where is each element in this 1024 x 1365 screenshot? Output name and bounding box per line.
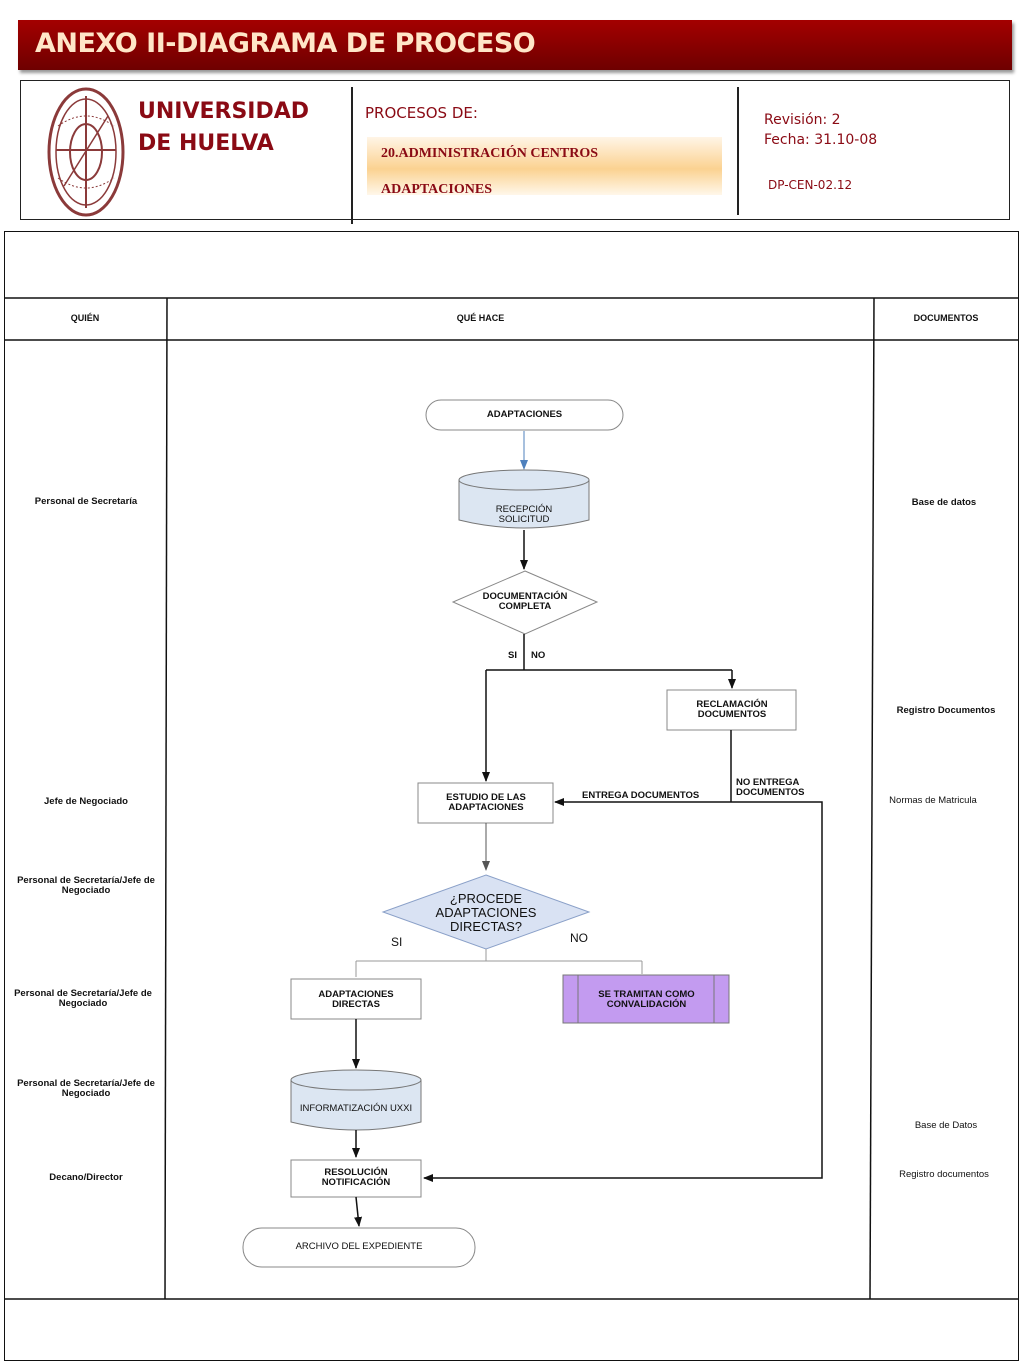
path-no-entrega	[423, 801, 823, 1182]
informatizacion-label: INFORMATIZACIÓN UXXI	[299, 1103, 413, 1114]
revision-info: Revisión: 2 Fecha: 31.10-08	[764, 110, 877, 150]
fecha-text: Fecha: 31.10-08	[764, 132, 878, 148]
col-header-docs: DOCUMENTOS	[913, 313, 979, 323]
arrow-resolucion-archivo	[354, 1196, 363, 1227]
label-no-entrega: NO ENTREGA DOCUMENTOS	[736, 777, 805, 798]
university-seal-icon	[47, 87, 125, 217]
role-personal-secretaria: Personal de Secretaría	[34, 496, 138, 507]
estudio-label: ESTUDIO DE LAS ADAPTACIONES	[446, 792, 526, 813]
revision-text: Revisión: 2	[764, 112, 841, 128]
procesos-label: PROCESOS DE:	[365, 104, 478, 122]
label-si-1: SI	[508, 650, 517, 661]
estudio-box	[417, 782, 554, 824]
recepcion-cylinder	[458, 469, 590, 529]
directas-box	[290, 978, 422, 1020]
procede-label: ¿PROCEDE ADAPTACIONES DIRECTAS?	[435, 891, 537, 934]
page-title: ANEXO II-DIAGRAMA DE PROCESO	[35, 28, 536, 59]
label-si-2: SI	[391, 935, 403, 949]
role-secretaria-jefe-1: Personal de Secretaría/Jefe de Negociado	[17, 875, 155, 896]
label-no-1: NO	[531, 650, 546, 661]
col-header-what: QUÉ HACE	[456, 313, 505, 323]
process-table	[4, 231, 1019, 1361]
doc-normas-matricula: Normas de Matricula	[889, 795, 977, 806]
table-grid	[5, 297, 1018, 1300]
label-no-2: NO	[570, 931, 588, 945]
doc-base-datos: Base de datos	[911, 497, 977, 508]
archivo-label: ARCHIVO DEL EXPEDIENTE	[295, 1241, 423, 1252]
decision-doc-completa	[451, 570, 599, 635]
recepcion-label: RECEPCIÓN SOLICITUD	[495, 504, 553, 525]
informatizacion-cylinder	[290, 1069, 422, 1131]
process-line-2: ADAPTACIONES	[381, 182, 492, 197]
role-secretaria-jefe-2: Personal de Secretaría/Jefe de Negociado	[14, 988, 152, 1009]
university-name: UNIVERSIDAD DE HUELVA	[138, 99, 310, 156]
process-line-1: 20.ADMINISTRACIÓN CENTROS	[381, 146, 599, 161]
directas-label: ADAPTACIONES DIRECTAS	[318, 989, 394, 1010]
process-band	[367, 137, 722, 195]
role-jefe-negociado: Jefe de Negociado	[44, 796, 128, 807]
col-header-who: QUIÉN	[70, 313, 100, 323]
document-code: DP-CEN-02.12	[768, 178, 853, 192]
doc-registro-documentos-2: Registro documentos	[899, 1169, 989, 1180]
archivo-terminator	[242, 1227, 476, 1268]
doc-base-datos-2: Base de Datos	[914, 1120, 978, 1131]
convalidacion-box	[562, 974, 730, 1024]
role-decano-director: Decano/Director	[49, 1172, 123, 1183]
reclamacion-label: RECLAMACIÓN DOCUMENTOS	[696, 699, 768, 720]
doc-registro-documentos: Registro Documentos	[896, 705, 996, 716]
label-entrega-documentos: ENTREGA DOCUMENTOS	[582, 790, 700, 801]
resolucion-box	[290, 1159, 422, 1198]
convalidacion-label: SE TRAMITAN COMO CONVALIDACIÓN	[598, 989, 695, 1010]
start-label: ADAPTACIONES	[486, 409, 563, 420]
reclamacion-box	[666, 689, 797, 731]
doc-completa-label: DOCUMENTACIÓN COMPLETA	[482, 591, 568, 612]
header-box	[20, 80, 1010, 224]
resolucion-label: RESOLUCIÓN NOTIFICACIÓN	[321, 1167, 391, 1188]
title-bar	[18, 20, 1012, 70]
start-terminator	[425, 399, 624, 431]
role-secretaria-jefe-3: Personal de Secretaría/Jefe de Negociado	[17, 1078, 155, 1099]
